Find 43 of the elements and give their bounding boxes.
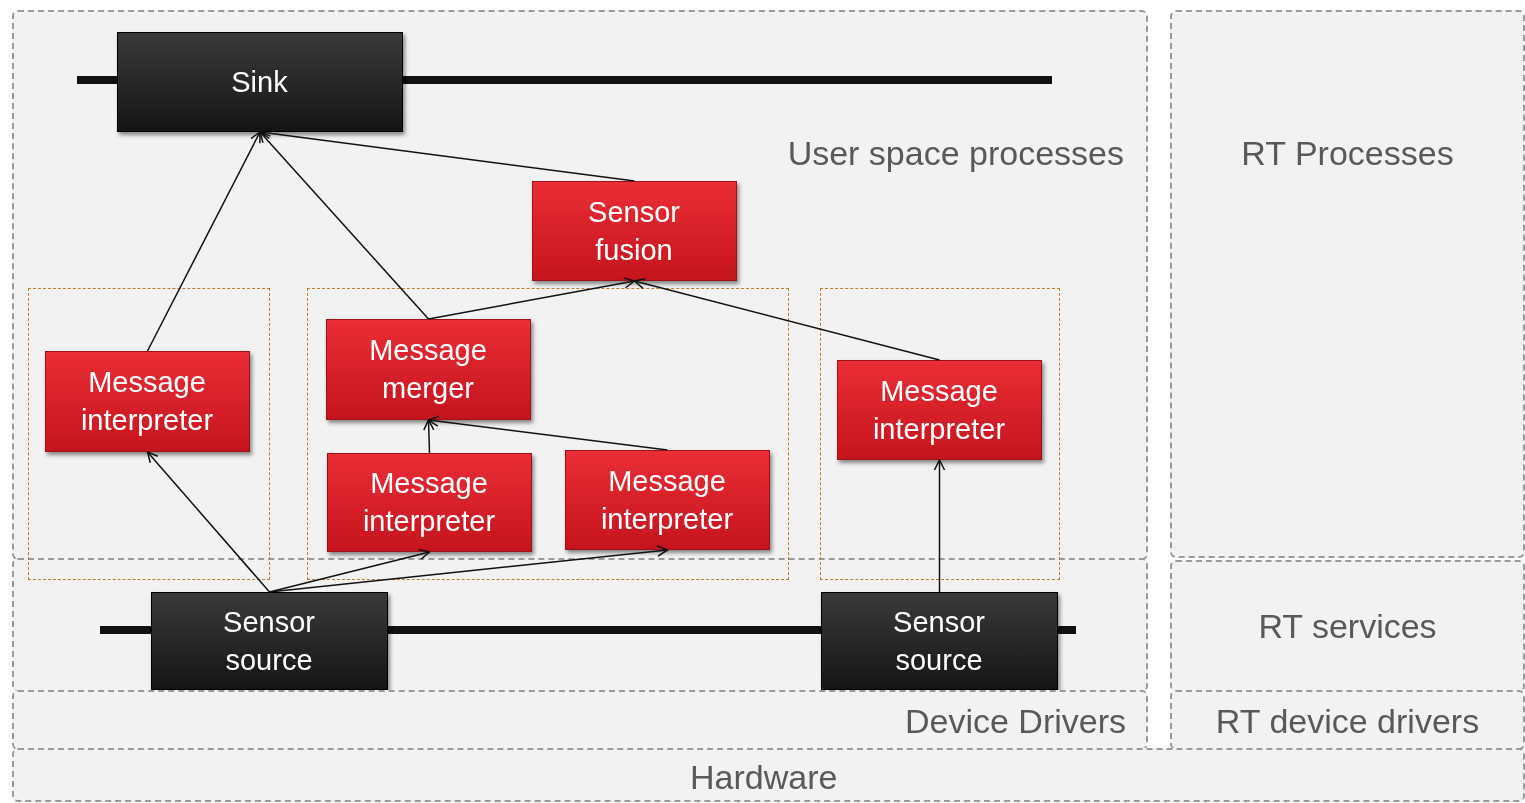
region-label: Hardware [690, 758, 838, 797]
endpoint-box [820, 591, 1058, 690]
region-label: User space processes [787, 134, 1124, 173]
region-panel [1170, 690, 1525, 750]
arrow [933, 459, 946, 593]
node-label: Message interpreter [599, 463, 735, 537]
region-label: Device Drivers [904, 702, 1126, 741]
arrow [427, 277, 636, 320]
arrow [259, 131, 430, 320]
region-panel [12, 748, 1525, 802]
group-outline [28, 288, 270, 580]
node-label: Message interpreter [361, 466, 497, 539]
node-label: Sensor source [222, 604, 316, 678]
endpoint-box [116, 31, 403, 132]
arrow [633, 277, 941, 361]
node-label: Message interpreter [871, 373, 1007, 447]
region-panel [1170, 10, 1525, 558]
arrow [146, 451, 271, 593]
arrow [423, 419, 435, 454]
process-box [325, 318, 531, 420]
region-label: RT device drivers [1214, 702, 1481, 741]
group-outline [820, 288, 1060, 580]
process-box [564, 449, 770, 550]
node-label: Message merger [368, 333, 488, 406]
node-label: Sink [231, 64, 288, 100]
arrow [427, 415, 669, 451]
region-panel [12, 558, 1148, 692]
group-outline [307, 288, 789, 580]
arrow [259, 127, 636, 182]
region-label: RT Processes [1240, 134, 1455, 173]
process-box [531, 180, 737, 281]
node-label: Message interpreter [79, 365, 215, 438]
region-panel [12, 690, 1148, 750]
arrow [268, 545, 669, 593]
node-label: Sensor fusion [587, 194, 681, 268]
process-box [44, 350, 250, 452]
arrow [146, 131, 261, 352]
endpoint-box [150, 591, 388, 690]
node-label: Sensor source [892, 604, 986, 678]
region-label: RT services [1257, 607, 1438, 646]
region-panel [1170, 560, 1525, 692]
process-box [326, 452, 532, 552]
process-box [836, 359, 1042, 460]
